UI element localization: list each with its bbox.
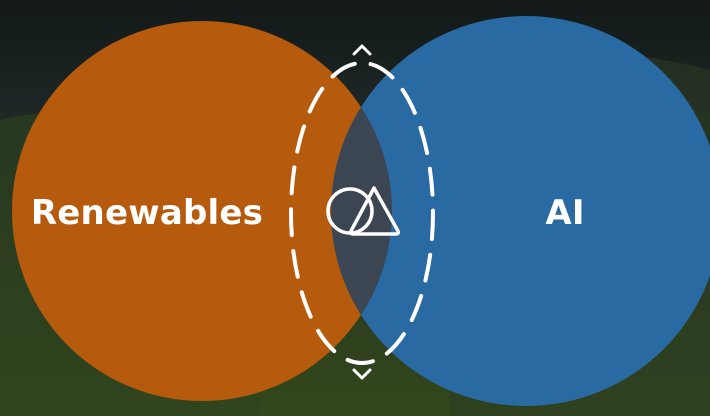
- overlapping-circle-triangle-icon: [326, 186, 400, 236]
- renewables-circle: [12, 21, 392, 401]
- ai-label: AI: [545, 193, 585, 233]
- ai-circle: [331, 16, 710, 406]
- overlap-bottom-chevron-icon: [352, 368, 372, 380]
- renewables-label: Renewables: [30, 193, 264, 233]
- overlap-top-chevron-icon: [352, 44, 372, 56]
- overlap-highlight-dashed-outline: [289, 61, 435, 365]
